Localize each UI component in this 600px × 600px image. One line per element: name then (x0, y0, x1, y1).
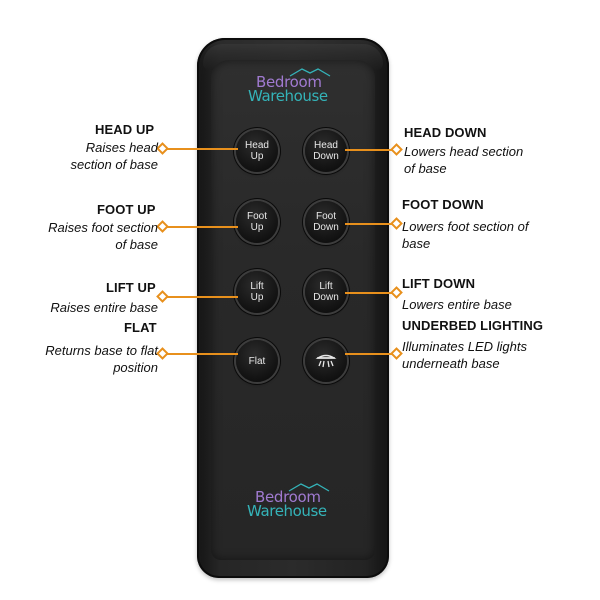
callout-title-lift-up: LIFT UP (106, 280, 156, 295)
callout-desc-foot-up: Raises foot section of base (48, 220, 158, 252)
roof-icon (288, 483, 330, 492)
callout-title-lift-down: LIFT DOWN (402, 276, 476, 291)
leader-marker (390, 217, 403, 230)
brand-line-1: Bedroom (256, 73, 322, 91)
callout-title-flat: FLAT (124, 320, 157, 335)
callout-desc-lift-up: Raises entire base (50, 300, 158, 315)
callout-title-head-down: HEAD DOWN (404, 125, 487, 140)
roof-icon (289, 68, 331, 77)
leader-marker (390, 347, 403, 360)
callout-desc-underbed-lighting: Illuminates LED lights underneath base (402, 339, 527, 371)
lamp-icon (315, 354, 337, 368)
callout-title-head-up: HEAD UP (95, 122, 155, 137)
callout-title-foot-up: FOOT UP (97, 202, 156, 217)
head-down-button-label: Head Down (313, 140, 339, 162)
brand-line-1: Bedroom (255, 488, 321, 506)
leader-marker (156, 142, 169, 155)
leader-marker (156, 290, 169, 303)
brand-line-2: Warehouse (247, 502, 327, 520)
callout-desc-flat: Returns base to flat position (45, 343, 158, 375)
callout-desc-lift-down: Lowers entire base (402, 297, 512, 312)
callout-desc-foot-down: Lowers foot section of base (402, 219, 529, 251)
callout-title-foot-down: FOOT DOWN (402, 197, 484, 212)
callout-title-underbed-lighting: UNDERBED LIGHTING (402, 318, 544, 333)
lift-down-button[interactable]: Lift Down (305, 271, 347, 313)
callout-desc-head-down: Lowers head section of base (404, 144, 524, 176)
leader-marker (390, 143, 403, 156)
brand-logo-top: Bedroom Warehouse (248, 68, 368, 109)
head-down-button[interactable]: Head Down (305, 130, 347, 172)
head-up-button[interactable]: Head Up (236, 130, 278, 172)
head-up-button-label: Head Up (245, 140, 269, 162)
flat-button[interactable]: Flat (236, 340, 278, 382)
underbed-lighting-button[interactable] (305, 340, 347, 382)
leader-marker (156, 220, 169, 233)
brand-line-2: Warehouse (248, 87, 328, 105)
foot-up-button[interactable]: Foot Up (236, 201, 278, 243)
foot-down-button-label: Foot Down (313, 211, 339, 233)
flat-button-label: Flat (248, 355, 266, 367)
lift-up-button-label: Lift Up (250, 281, 264, 303)
foot-down-button[interactable]: Foot Down (305, 201, 347, 243)
foot-up-button-label: Foot Up (246, 211, 267, 233)
lift-up-button[interactable]: Lift Up (236, 271, 278, 313)
lift-down-button-label: Lift Down (313, 281, 339, 303)
leader-marker (156, 347, 169, 360)
brand-logo-bottom: Bedroom Warehouse (247, 483, 367, 524)
leader-marker (390, 286, 403, 299)
callout-desc-head-up: Raises head section of base (70, 140, 158, 172)
